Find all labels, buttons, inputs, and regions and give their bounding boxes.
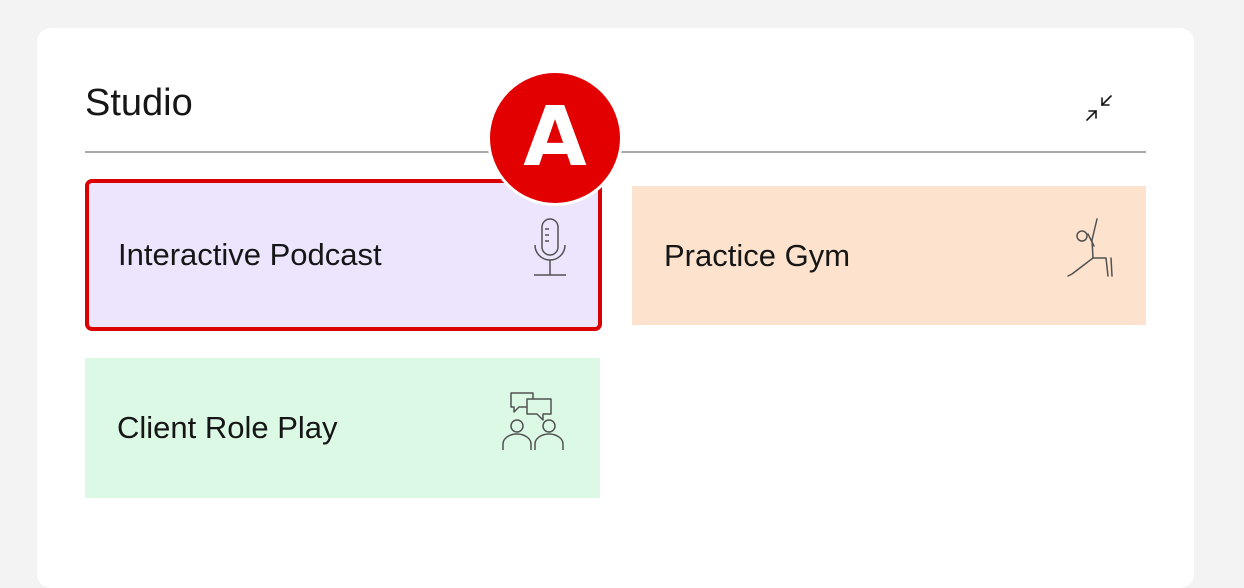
tile-practice-gym[interactable]: Practice Gym (632, 186, 1146, 325)
tile-client-role-play[interactable]: Client Role Play (85, 358, 600, 498)
tile-label: Client Role Play (117, 410, 338, 445)
tile-interactive-podcast[interactable]: Interactive Podcast (85, 179, 602, 331)
panel-title: Studio (85, 82, 193, 124)
tile-label: Interactive Podcast (118, 237, 382, 272)
yoga-pose-icon (1067, 218, 1113, 277)
annotation-badge: A (487, 70, 623, 206)
collapse-button[interactable] (1079, 88, 1119, 128)
tile-label: Practice Gym (664, 237, 851, 273)
conversation-people-icon (502, 392, 564, 450)
microphone-icon (534, 218, 566, 276)
minimize-icon (1086, 95, 1112, 121)
